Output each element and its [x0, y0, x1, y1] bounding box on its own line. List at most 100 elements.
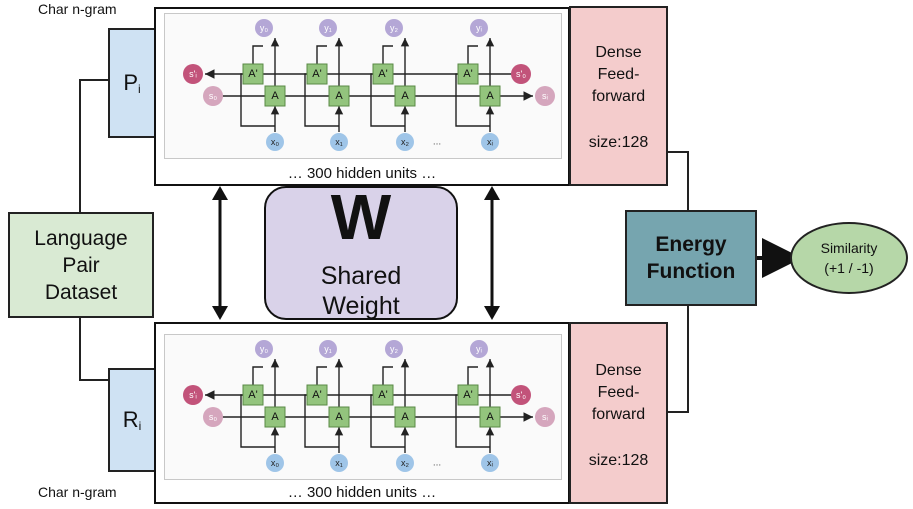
- input-node-label: x₀: [271, 137, 280, 147]
- dense-bottom-line3: forward: [591, 406, 646, 423]
- state-start-backward-node: [183, 385, 203, 405]
- forward-cell: [328, 85, 350, 107]
- state-end-backward-label: s'₀: [516, 69, 526, 79]
- state-end-forward-label: sᵢ: [542, 412, 548, 422]
- dataset-line1: Language: [34, 226, 128, 250]
- input-node-label: x₁: [335, 458, 343, 468]
- input-node: [330, 454, 348, 472]
- backward-cell-label: A': [463, 389, 472, 401]
- backward-cell: [242, 63, 264, 85]
- forward-cell-label: A: [271, 411, 279, 423]
- input-to-backward-line: [455, 394, 490, 448]
- output-node: [470, 340, 488, 358]
- dense-bottom-to-energy-line: [668, 306, 689, 413]
- left-double-arrow: [212, 186, 228, 320]
- input-node-label: x₀: [271, 458, 280, 468]
- backward-cell-label: A': [248, 68, 257, 80]
- backward-to-output-line: [467, 366, 478, 385]
- backward-to-output-line: [467, 45, 478, 64]
- backward-cell: [457, 384, 479, 406]
- backward-cell-label: A': [378, 389, 387, 401]
- input-node: [266, 133, 284, 151]
- similarity-line2: (+1 / -1): [824, 260, 874, 276]
- dense-top-line1: Dense: [595, 44, 642, 61]
- forward-cell: [394, 85, 416, 107]
- backward-to-output-line: [382, 45, 393, 64]
- energy-line2: Function: [646, 260, 736, 283]
- state-start-backward-label: s'ᵢ: [189, 390, 197, 400]
- input-node-label: xᵢ: [487, 458, 493, 468]
- state-start-forward-label: s₀: [209, 91, 218, 101]
- char-ngram-label-top: Char n-gram: [38, 1, 117, 17]
- input-node: [330, 133, 348, 151]
- forward-cell: [479, 406, 501, 428]
- input-node-label: xᵢ: [487, 137, 493, 147]
- forward-cell-label: A: [335, 411, 343, 423]
- backward-cell: [306, 384, 328, 406]
- dense-top-to-energy-line: [668, 151, 689, 210]
- shared-weight-line1: Shared: [320, 262, 402, 290]
- top-hidden-units-label: … 300 hidden units …: [287, 165, 437, 182]
- dense-box-top: Dense Feed- forward size:128: [569, 6, 668, 186]
- backward-cell-label: A': [378, 68, 387, 80]
- input-to-backward-line: [304, 394, 339, 448]
- forward-cell-label: A: [486, 90, 494, 102]
- input-node: [266, 454, 284, 472]
- dataset-line3: Dataset: [44, 280, 118, 304]
- backward-cell-label: A': [312, 68, 321, 80]
- ellipsis: ...: [433, 458, 441, 469]
- backward-cell: [306, 63, 328, 85]
- similarity-line1: Similarity: [820, 240, 878, 256]
- char-ngram-label-bottom: Char n-gram: [38, 484, 117, 500]
- dataset-to-r-line: [79, 318, 110, 381]
- input-node-label: x₂: [401, 458, 410, 468]
- backward-cell-label: A': [248, 389, 257, 401]
- output-node: [319, 340, 337, 358]
- backward-cell-label: A': [463, 68, 472, 80]
- state-end-forward-node: [535, 407, 555, 427]
- forward-cell: [264, 406, 286, 428]
- input-r-label: R: [122, 407, 139, 432]
- dense-box-bottom: Dense Feed- forward size:128: [569, 322, 668, 504]
- output-node: [470, 19, 488, 37]
- state-end-forward-label: sᵢ: [542, 91, 548, 101]
- backward-cell: [457, 63, 479, 85]
- input-node-label: x₁: [335, 137, 343, 147]
- energy-line1: Energy: [655, 233, 727, 256]
- bottom-hidden-units-label: … 300 hidden units …: [287, 484, 437, 501]
- dataset-to-p-line: [79, 79, 110, 212]
- input-to-backward-line: [370, 394, 405, 448]
- backward-to-output-line: [382, 366, 393, 385]
- backward-to-output-line: [316, 45, 327, 64]
- state-end-backward-node: [511, 385, 531, 405]
- forward-cell-label: A: [335, 90, 343, 102]
- output-node-label: y₁: [324, 23, 332, 33]
- dense-bottom-line2: Feed-: [597, 384, 640, 401]
- forward-cell-label: A: [486, 411, 494, 423]
- output-node-label: y₁: [324, 344, 332, 354]
- forward-cell-label: A: [401, 411, 409, 423]
- backward-to-output-line: [252, 366, 263, 385]
- similarity-ellipse: Similarity (+1 / -1): [790, 222, 908, 294]
- backward-cell: [372, 63, 394, 85]
- forward-cell: [264, 85, 286, 107]
- input-node: [396, 133, 414, 151]
- shared-weight-box: W Shared Weight: [264, 182, 458, 320]
- forward-cell: [479, 85, 501, 107]
- input-to-backward-line: [455, 73, 490, 127]
- output-node-label: y₂: [390, 344, 399, 354]
- energy-function-box: Energy Function: [625, 210, 757, 306]
- input-node-label: x₂: [401, 137, 410, 147]
- output-node-label: yᵢ: [476, 23, 482, 33]
- input-to-backward-line: [240, 73, 275, 127]
- state-end-backward-label: s'₀: [516, 390, 526, 400]
- dataset-line2: Pair: [62, 253, 100, 277]
- dense-bottom-line1: Dense: [595, 362, 642, 379]
- backward-cell: [372, 384, 394, 406]
- shared-weight-line2: Weight: [322, 292, 400, 320]
